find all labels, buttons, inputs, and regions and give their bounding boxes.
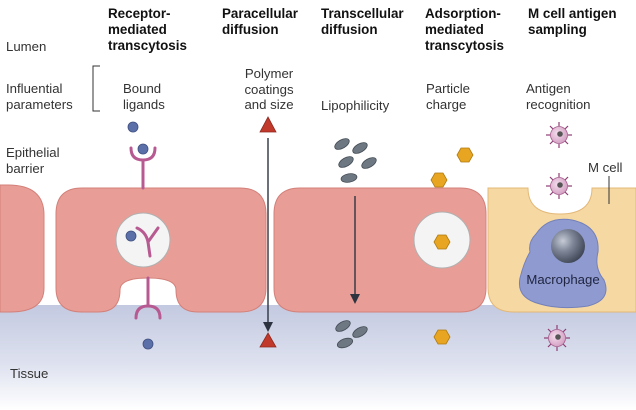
macrophage-nucleus xyxy=(551,229,585,263)
param-antigen-recognition: Antigen recognition xyxy=(526,81,591,112)
antigen-mcell xyxy=(546,173,572,199)
param-polymer-coatings: Polymer coatings and size xyxy=(244,66,294,113)
parameter-bracket xyxy=(92,65,100,112)
header-paracellular: Paracellular diffusion xyxy=(222,6,298,37)
ligand-free xyxy=(127,121,139,133)
label-lumen: Lumen xyxy=(6,39,47,54)
paracellular-arrow xyxy=(263,138,273,332)
charged-particle-2 xyxy=(430,172,448,188)
charged-particle-tissue xyxy=(433,329,451,345)
ligands xyxy=(125,121,154,350)
header-transcellular: Transcellular diffusion xyxy=(321,6,404,37)
label-epithelial-barrier: Epithelial barrier xyxy=(6,145,60,176)
charged-particle-vesicle xyxy=(433,234,451,250)
antigen-tissue xyxy=(544,325,570,351)
ligand-bound-apical xyxy=(137,143,149,155)
epithelial-cells xyxy=(0,184,487,313)
charged-particles xyxy=(430,147,474,345)
apical-receptor xyxy=(129,146,157,190)
epithelial-cell-left xyxy=(0,184,45,313)
polymer-particle-bottom xyxy=(259,332,277,348)
ligand-basal xyxy=(142,338,154,350)
label-tissue: Tissue xyxy=(10,366,49,381)
receptor-vesicle xyxy=(115,212,171,268)
transcellular-arrow xyxy=(350,196,360,304)
lipophilic-particles-tissue xyxy=(335,320,368,349)
param-lipophilicity: Lipophilicity xyxy=(321,98,390,113)
lipophilic-particles xyxy=(334,138,377,183)
basal-receptor xyxy=(134,276,162,320)
vesicle-receptor xyxy=(135,226,160,258)
charged-particle-1 xyxy=(456,147,474,163)
tissue-region xyxy=(0,305,636,410)
header-receptor-mediated: Receptor- mediated transcytosis xyxy=(108,6,187,53)
param-bound-ligands: Bound ligands xyxy=(123,81,165,112)
ligand-vesicle xyxy=(125,230,137,242)
antigens xyxy=(544,122,572,351)
polymer-particle-top xyxy=(259,116,277,133)
antigen-lumen xyxy=(546,122,572,148)
header-adsorption-mediated: Adsorption- mediated transcytosis xyxy=(425,6,504,53)
label-m-cell: M cell xyxy=(588,160,623,175)
header-m-cell-sampling: M cell antigen sampling xyxy=(528,6,617,37)
label-influential-parameters: Influential parameters xyxy=(6,81,73,112)
param-particle-charge: Particle charge xyxy=(426,81,470,112)
label-macrophage: Macrophage xyxy=(526,272,600,287)
